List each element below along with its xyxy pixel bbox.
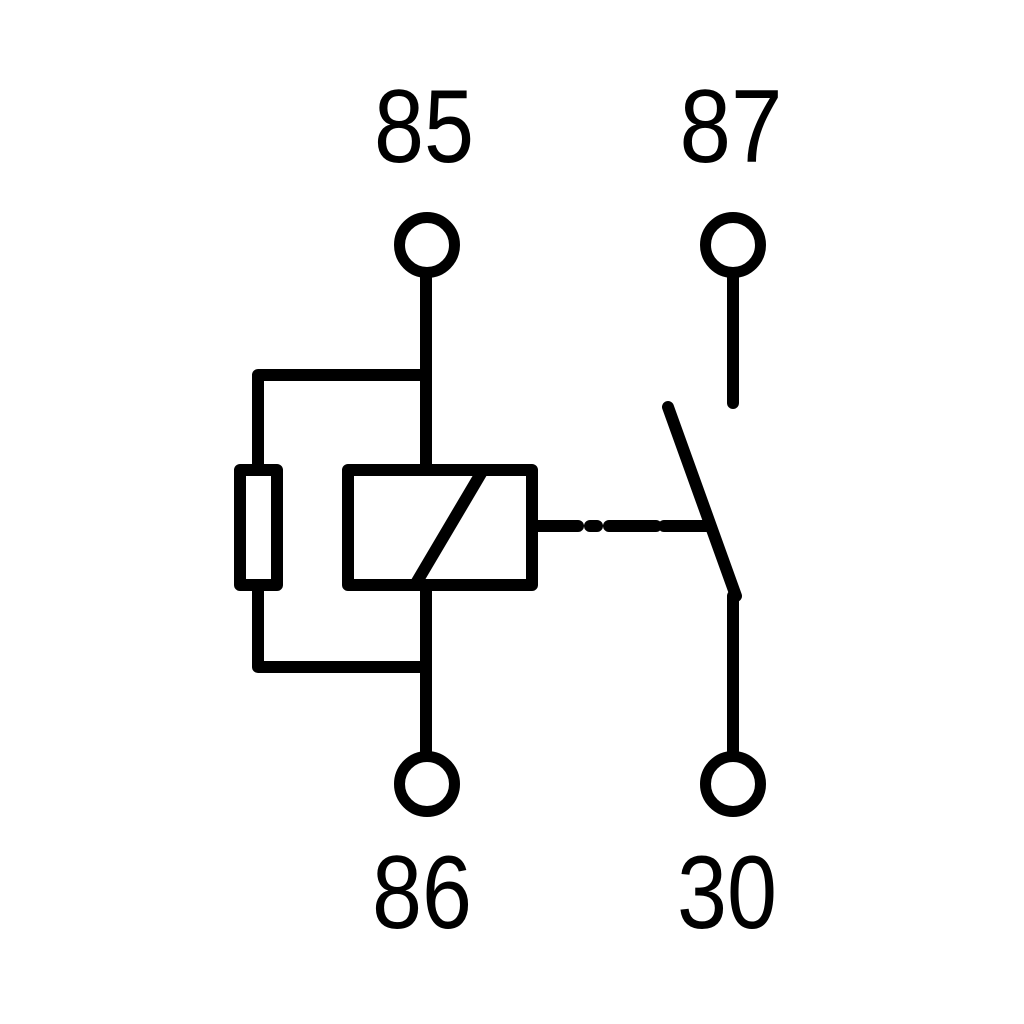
terminal-circle-85	[394, 212, 460, 278]
terminal-circle-30	[700, 751, 766, 817]
terminal-circle-86	[394, 751, 460, 817]
terminal-label-86: 86	[372, 835, 472, 951]
terminal-label-87: 87	[680, 69, 783, 185]
terminal-label-85: 85	[374, 69, 474, 185]
switch-lever	[662, 401, 742, 602]
terminal-label-30: 30	[677, 835, 777, 951]
relay-coil-symbol	[342, 464, 538, 591]
resistor-symbol	[234, 464, 283, 591]
terminal-circle-87	[700, 212, 766, 278]
coil-diagonal-stroke	[409, 464, 489, 591]
